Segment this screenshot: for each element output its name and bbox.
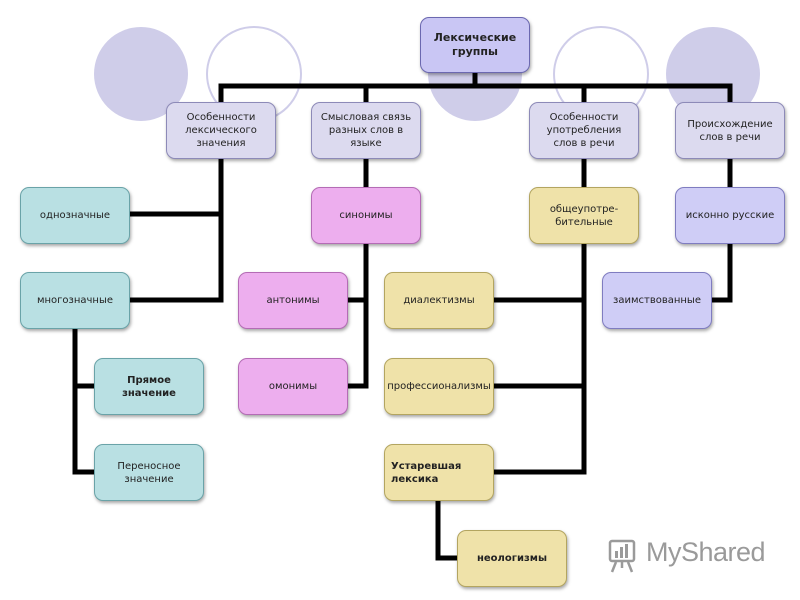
node-obsolete-lexicon: Устаревшая лексика bbox=[384, 444, 494, 501]
node-category-semantic-link: Смысловая связь разных слов в языке bbox=[311, 102, 421, 159]
connector-semantic bbox=[344, 156, 369, 389]
node-homonyms: омонимы bbox=[238, 358, 348, 415]
decor-circle bbox=[666, 27, 760, 121]
node-native-russian: исконно русские bbox=[675, 187, 785, 244]
node-synonyms: синонимы bbox=[311, 187, 421, 244]
node-neologisms: неологизмы bbox=[457, 530, 567, 587]
node-professionalisms: профессионализмы bbox=[384, 358, 494, 415]
connector-multi bbox=[72, 327, 98, 475]
node-antonyms: антонимы bbox=[238, 272, 348, 329]
node-dialectisms: диалектизмы bbox=[384, 272, 494, 329]
node-common-usage: общеупотре-бительные bbox=[529, 187, 639, 244]
decor-circle bbox=[94, 27, 188, 121]
node-category-usage: Особенности употребления слов в речи bbox=[529, 102, 639, 159]
node-root: Лексические группы bbox=[420, 17, 530, 73]
node-direct-meaning: Прямое значение bbox=[94, 358, 204, 415]
node-single-meaning: однозначные bbox=[20, 187, 130, 244]
connector-usage bbox=[490, 156, 587, 475]
connector-lexical-meaning bbox=[127, 156, 224, 303]
connector-obsolete bbox=[435, 497, 461, 561]
node-figurative-meaning: Переносное значение bbox=[94, 444, 204, 501]
node-multi-meaning: многозначные bbox=[20, 272, 130, 329]
connector-origin bbox=[709, 156, 733, 303]
connector-root-bus bbox=[218, 69, 733, 106]
node-category-origin: Происхождение слов в речи bbox=[675, 102, 785, 159]
node-category-lexical-meaning: Особенности лексического значения bbox=[166, 102, 276, 159]
connectors bbox=[72, 69, 733, 561]
node-borrowed: заимствованные bbox=[602, 272, 712, 329]
watermark-text: MyShared bbox=[646, 537, 766, 567]
myshared-logo-icon bbox=[608, 539, 636, 573]
